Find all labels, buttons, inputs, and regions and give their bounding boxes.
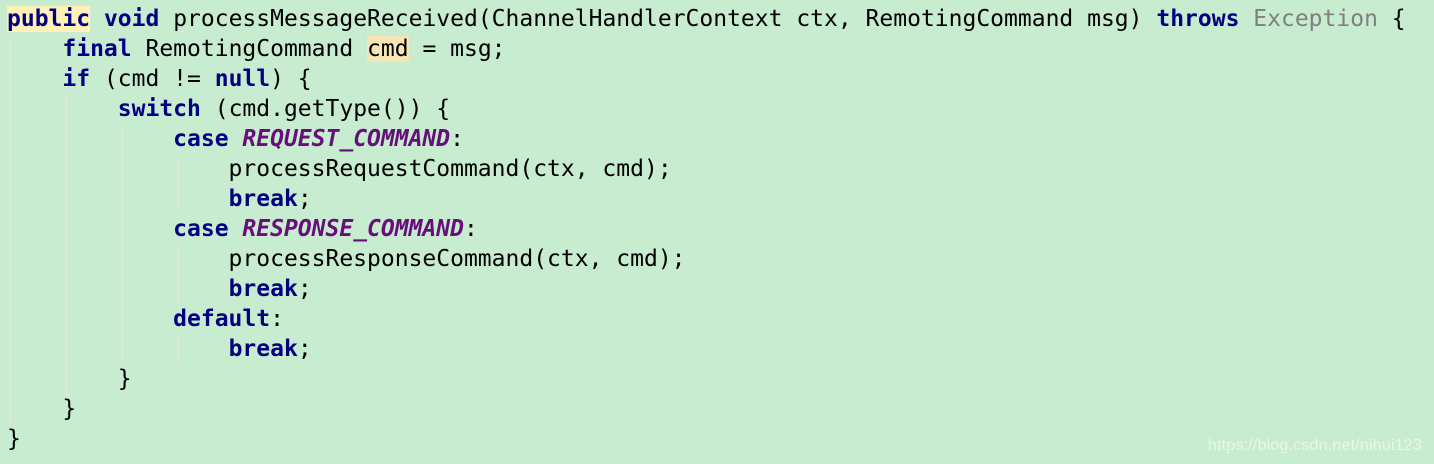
code-line[interactable]: break; bbox=[7, 184, 1406, 214]
code-line[interactable]: processResponseCommand(ctx, cmd); bbox=[7, 244, 1406, 274]
code-token: (cmd.getType()) { bbox=[200, 96, 451, 122]
code-token: ; bbox=[297, 276, 312, 302]
code-line[interactable]: } bbox=[7, 424, 1406, 454]
code-token bbox=[229, 126, 243, 152]
code-line[interactable]: final RemotingCommand cmd = msg; bbox=[7, 34, 1406, 64]
code-token: } bbox=[7, 366, 132, 392]
code-line[interactable]: public void processMessageReceived(Chann… bbox=[7, 4, 1406, 34]
code-block[interactable]: public void processMessageReceived(Chann… bbox=[7, 4, 1406, 454]
code-token: processResponseCommand(ctx, cmd); bbox=[7, 246, 686, 272]
code-token: case bbox=[173, 216, 229, 242]
code-token: ; bbox=[297, 186, 312, 212]
code-token bbox=[7, 126, 173, 152]
code-line[interactable]: switch (cmd.getType()) { bbox=[7, 94, 1406, 124]
code-token: RESPONSE_COMMAND bbox=[242, 216, 464, 242]
code-token: throws bbox=[1156, 6, 1240, 32]
code-token: : bbox=[450, 126, 464, 152]
code-token: ; bbox=[297, 336, 312, 362]
code-line[interactable]: default: bbox=[7, 304, 1406, 334]
code-token: : bbox=[463, 216, 478, 242]
code-token: { bbox=[1377, 6, 1406, 32]
code-token: : bbox=[270, 306, 284, 332]
code-token: null bbox=[214, 66, 271, 92]
code-line[interactable]: } bbox=[7, 394, 1406, 424]
code-token: switch bbox=[117, 96, 201, 122]
code-token bbox=[229, 216, 243, 242]
code-token bbox=[7, 66, 62, 92]
code-token: break bbox=[228, 276, 298, 302]
code-token: case bbox=[173, 126, 229, 152]
code-token bbox=[7, 216, 173, 242]
code-token: final bbox=[62, 36, 132, 62]
code-token bbox=[7, 36, 62, 62]
code-token: default bbox=[173, 306, 271, 332]
code-token: } bbox=[7, 426, 21, 452]
code-token: break bbox=[228, 336, 298, 362]
code-token: } bbox=[7, 396, 77, 422]
code-token: ) { bbox=[270, 66, 312, 92]
code-token bbox=[7, 276, 229, 302]
code-token: processRequestCommand(ctx, cmd); bbox=[7, 156, 672, 182]
code-token: if bbox=[62, 66, 91, 92]
code-line[interactable]: if (cmd != null) { bbox=[7, 64, 1406, 94]
code-line[interactable]: } bbox=[7, 364, 1406, 394]
code-line[interactable]: case RESPONSE_COMMAND: bbox=[7, 214, 1406, 244]
code-token: void bbox=[103, 6, 160, 32]
code-token bbox=[7, 96, 118, 122]
code-token bbox=[7, 306, 173, 332]
code-line[interactable]: break; bbox=[7, 274, 1406, 304]
code-token: public bbox=[7, 6, 91, 32]
code-token: processMessageReceived(ChannelHandlerCon… bbox=[159, 6, 1157, 32]
code-token bbox=[7, 186, 229, 212]
code-line[interactable]: case REQUEST_COMMAND: bbox=[7, 124, 1406, 154]
code-token: Exception bbox=[1253, 6, 1378, 32]
code-token: RemotingCommand bbox=[131, 36, 368, 62]
code-token: = msg; bbox=[408, 36, 506, 62]
code-token bbox=[7, 336, 229, 362]
code-token: (cmd != bbox=[90, 66, 215, 92]
code-token bbox=[1239, 6, 1253, 32]
code-token: REQUEST_COMMAND bbox=[242, 126, 451, 152]
code-line[interactable]: break; bbox=[7, 334, 1406, 364]
code-line[interactable]: processRequestCommand(ctx, cmd); bbox=[7, 154, 1406, 184]
code-token: break bbox=[228, 186, 298, 212]
watermark-text: https://blog.csdn.net/nihui123 bbox=[1207, 437, 1422, 454]
code-token bbox=[90, 6, 104, 32]
code-token: cmd bbox=[367, 36, 409, 62]
